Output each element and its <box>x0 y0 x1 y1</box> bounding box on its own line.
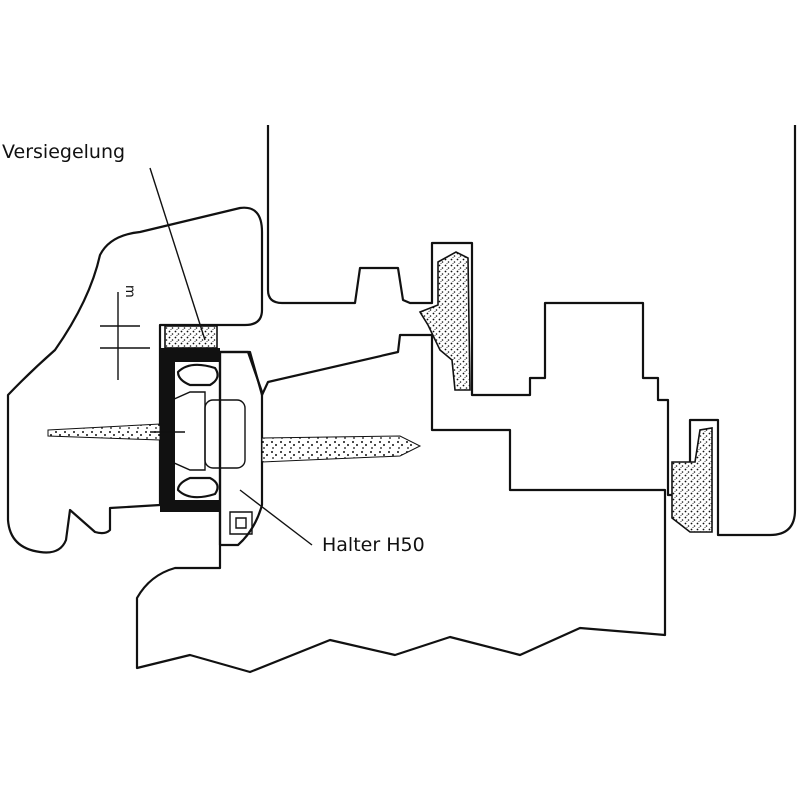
gasket-lip-top <box>176 363 219 387</box>
upper-frame-outline <box>266 125 797 537</box>
holder-label: Halter H50 <box>322 534 425 556</box>
sealing-leader <box>149 167 206 341</box>
sill-outline <box>135 333 667 674</box>
gasket-core <box>171 391 206 471</box>
sealing-label: Versiegelung <box>2 141 125 163</box>
screw <box>47 423 422 463</box>
gasket <box>160 348 220 512</box>
holder-inner-slot <box>204 399 246 469</box>
holder-h50 <box>218 350 264 547</box>
left-casing-outline <box>6 206 264 554</box>
holder-leader <box>239 489 313 546</box>
sealing-compound <box>164 325 218 349</box>
holder-corner-mark <box>229 511 253 535</box>
gasket-lip-bottom <box>176 476 219 499</box>
upper-glazing-seal <box>418 251 471 391</box>
dimension-label: m <box>122 285 137 298</box>
lower-glazing-seal <box>671 427 713 533</box>
